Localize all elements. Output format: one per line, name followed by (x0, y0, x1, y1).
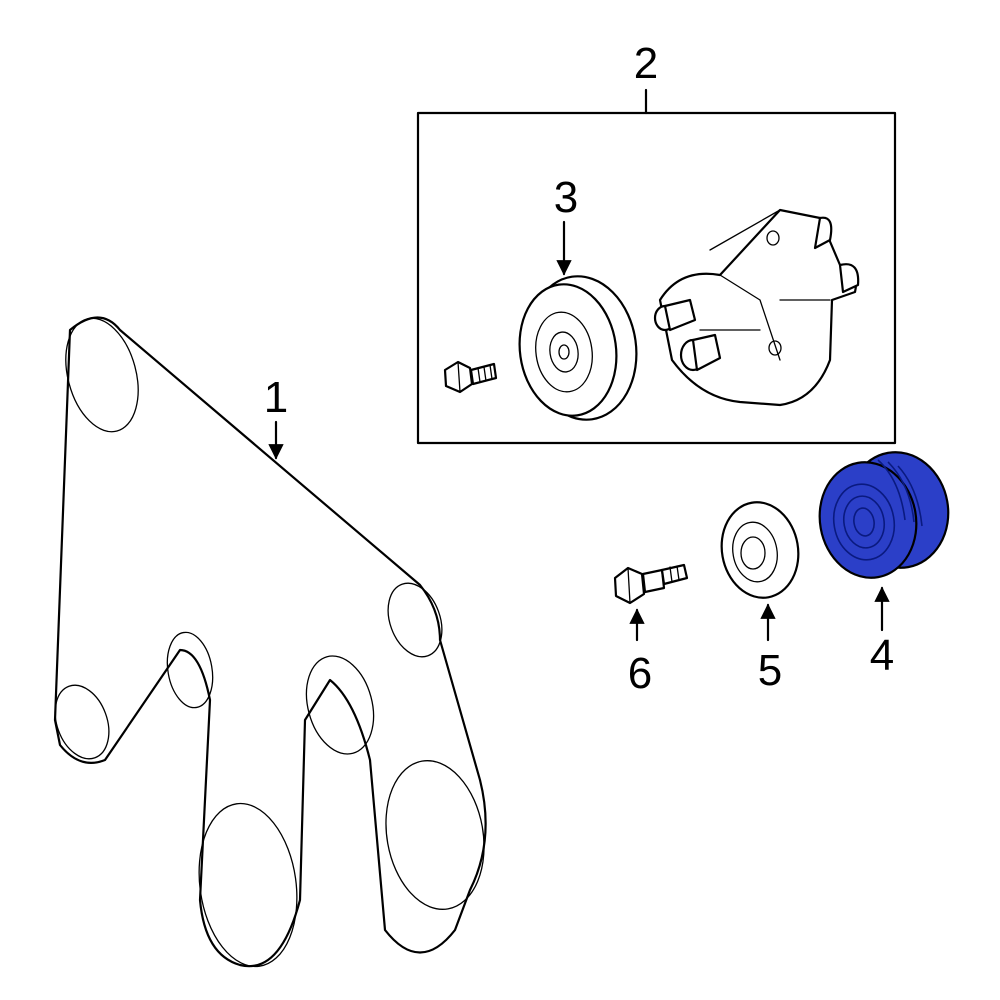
pulley-bolt[interactable] (613, 563, 689, 605)
callout-6[interactable]: 6 (628, 608, 652, 698)
callout-5-label: 5 (758, 646, 782, 695)
idler-pulley[interactable] (511, 269, 645, 427)
callout-6-label: 6 (628, 649, 652, 698)
callout-1-label: 1 (264, 373, 288, 422)
tensioner-body[interactable] (653, 208, 860, 407)
pulley-cover[interactable] (714, 496, 806, 604)
callout-5[interactable]: 5 (758, 603, 782, 695)
highlighted-pulley[interactable] (811, 444, 958, 585)
callout-3-label: 3 (554, 173, 578, 222)
callout-4-label: 4 (870, 631, 894, 680)
tensioner-assembly[interactable]: 2 (416, 39, 897, 445)
serpentine-belt[interactable] (46, 310, 496, 973)
callout-1[interactable]: 1 (264, 373, 288, 460)
callout-2-label: 2 (634, 39, 658, 88)
assembly-box (416, 111, 897, 445)
tensioner-bolt[interactable] (443, 360, 498, 394)
callout-4[interactable]: 4 (870, 586, 894, 680)
